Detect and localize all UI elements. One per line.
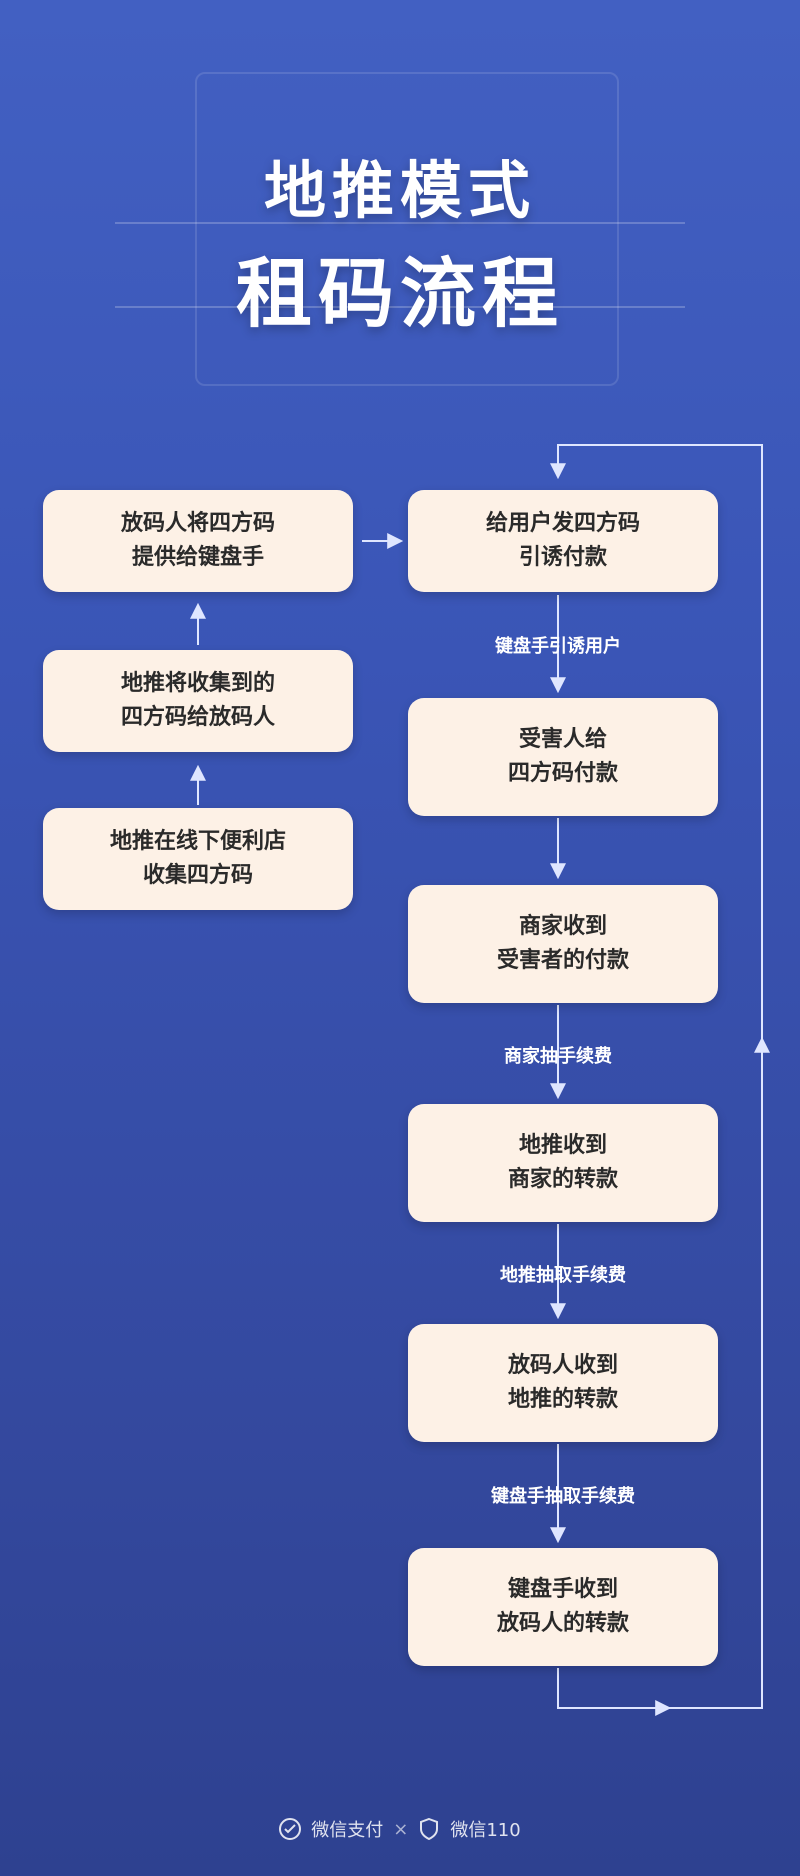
node-left-3: 地推在线下便利店收集四方码 [43,808,353,910]
node-right-5: 放码人收到地推的转款 [408,1324,718,1442]
edge-label-4: 地推抽取手续费 [500,1265,626,1286]
footer-brand-2: 微信110 [450,1820,521,1841]
edge-label-3: 商家抽手续费 [504,1046,612,1067]
node-right-4: 地推收到商家的转款 [408,1104,718,1222]
edge-label-1: 键盘手引诱用户 [495,636,621,657]
title-divider-bottom [115,306,685,308]
node-right-1: 给用户发四方码引诱付款 [408,490,718,592]
title-line-1: 地推模式 [263,154,536,227]
footer-brand-1: 微信支付 [311,1820,384,1841]
title-divider-top [115,222,685,224]
node-right-2: 受害人给四方码付款 [408,698,718,816]
footer-separator: × [393,1818,409,1840]
node-right-3: 商家收到受害者的付款 [408,885,718,1003]
loop-bottom [557,1668,672,1716]
node-left-1: 放码人将四方码提供给键盘手 [43,490,353,592]
footer: 微信支付 × 微信110 [0,1816,800,1842]
loop-right [660,1036,770,1709]
wechat-pay-icon [279,1818,302,1840]
title-frame [195,72,619,386]
node-left-2: 地推将收集到的四方码给放码人 [43,650,353,752]
edge-label-5: 键盘手抽取手续费 [491,1486,635,1507]
loop-top [550,444,763,1050]
node-right-6: 键盘手收到放码人的转款 [408,1548,718,1666]
title-line-2: 租码流程 [236,249,564,338]
shield-icon [418,1818,440,1840]
